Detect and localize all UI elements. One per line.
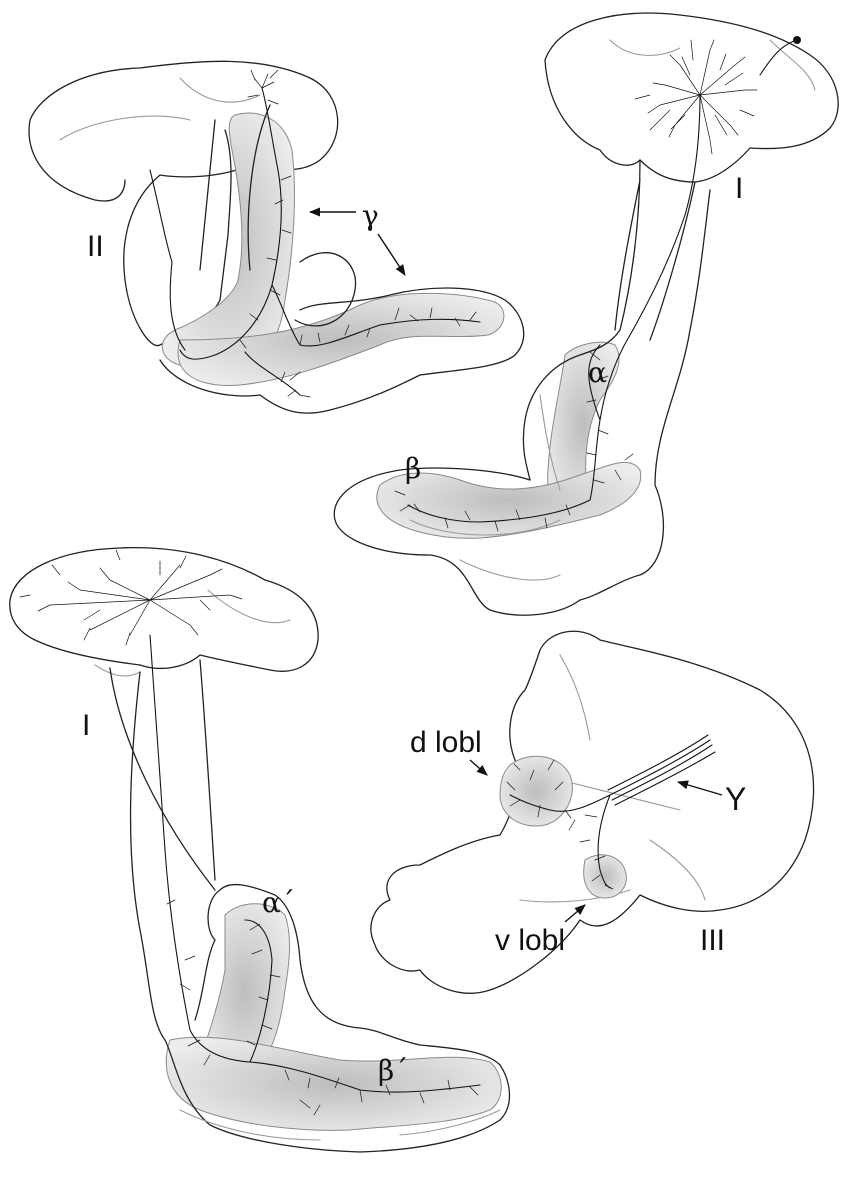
panel-top-left: II γ [29,61,524,413]
panel-roman-label-iii: III [700,924,725,957]
gamma-arrow-horizontal [378,234,405,275]
cell-body-fiber [760,40,797,75]
brain-region-outline [371,631,814,993]
y-tract-arrow [678,782,722,795]
d-lobl-region [500,756,572,826]
gamma-label: γ [362,199,379,232]
panel-bottom-left: I α´ β´ [10,548,510,1152]
panel-bottom-right: d lobl Y v lobl III [371,631,814,993]
beta-prime-lobe [166,1037,501,1130]
alpha-label: α [588,356,607,389]
panel-roman-label-ii: II [87,230,104,263]
beta-label: β [405,452,421,485]
calyx-dendrites [635,40,757,154]
beta-prime-label: β´ [378,1054,408,1087]
calyx-outline [10,548,318,672]
panel-roman-label-i-bottom: I [82,709,90,742]
alpha-prime-beta-prime-neuron [150,635,480,1092]
v-lobl-region [584,855,627,898]
v-lobl-arrow [565,905,585,922]
y-tract-label: Y [725,781,746,817]
alpha-prime-label: α´ [262,886,295,919]
panel-roman-label-i: I [735,172,743,205]
calyx-dendrites [20,550,242,645]
v-lobl-label: v lobl [495,924,565,957]
d-lobl-arrow [470,760,487,775]
lobe-outline [334,160,710,615]
calyx-inner-line [610,40,815,90]
d-lobl-label: d lobl [410,726,482,759]
